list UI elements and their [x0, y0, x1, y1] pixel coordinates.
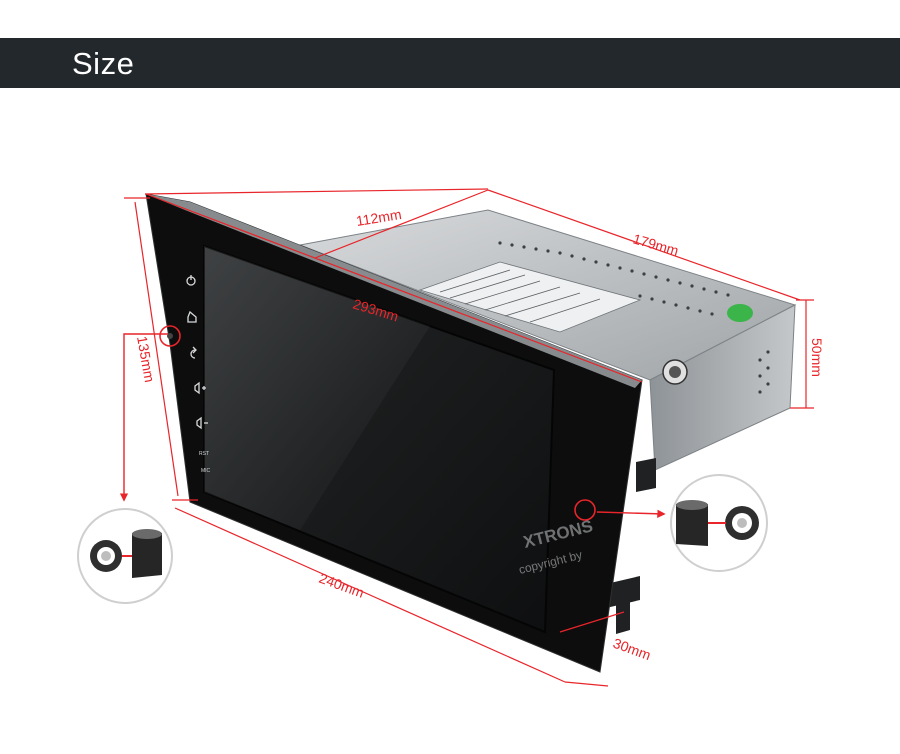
- dim-top-depth: 112mm: [355, 206, 403, 229]
- dim-frame-depth: 30mm: [611, 635, 653, 663]
- dim-bottom-width: 240mm: [317, 570, 366, 601]
- dim-right-height: 50mm: [809, 338, 825, 377]
- touchscreen[interactable]: [203, 244, 556, 634]
- chassis: [298, 209, 797, 471]
- green-badge: [727, 304, 753, 322]
- right-mounting-hole-icon: [574, 499, 596, 521]
- chassis-label: [418, 261, 642, 333]
- chassis-vents: [498, 241, 730, 316]
- left-mounting-hole-icon: [159, 325, 181, 347]
- mic-label: MIC: [201, 468, 211, 474]
- home-icon[interactable]: [187, 310, 197, 323]
- power-icon[interactable]: [186, 275, 196, 286]
- mounting-brackets: [606, 458, 656, 634]
- dim-side-length: 179mm: [631, 231, 680, 259]
- page-title: Size: [72, 46, 135, 81]
- volume-down-icon[interactable]: [196, 416, 208, 430]
- left-clip-detail-icon: [77, 508, 173, 604]
- detail-arrows: [119, 333, 666, 518]
- volume-up-icon[interactable]: [194, 381, 206, 395]
- back-icon[interactable]: [190, 346, 197, 359]
- dimension-lines: [124, 188, 814, 687]
- page-header: Size: [0, 38, 900, 88]
- rst-button-label[interactable]: RST: [199, 451, 209, 457]
- dim-left-height: 135mm: [134, 335, 158, 384]
- side-button-panel: [186, 275, 208, 430]
- right-clip-detail-icon: [670, 474, 768, 572]
